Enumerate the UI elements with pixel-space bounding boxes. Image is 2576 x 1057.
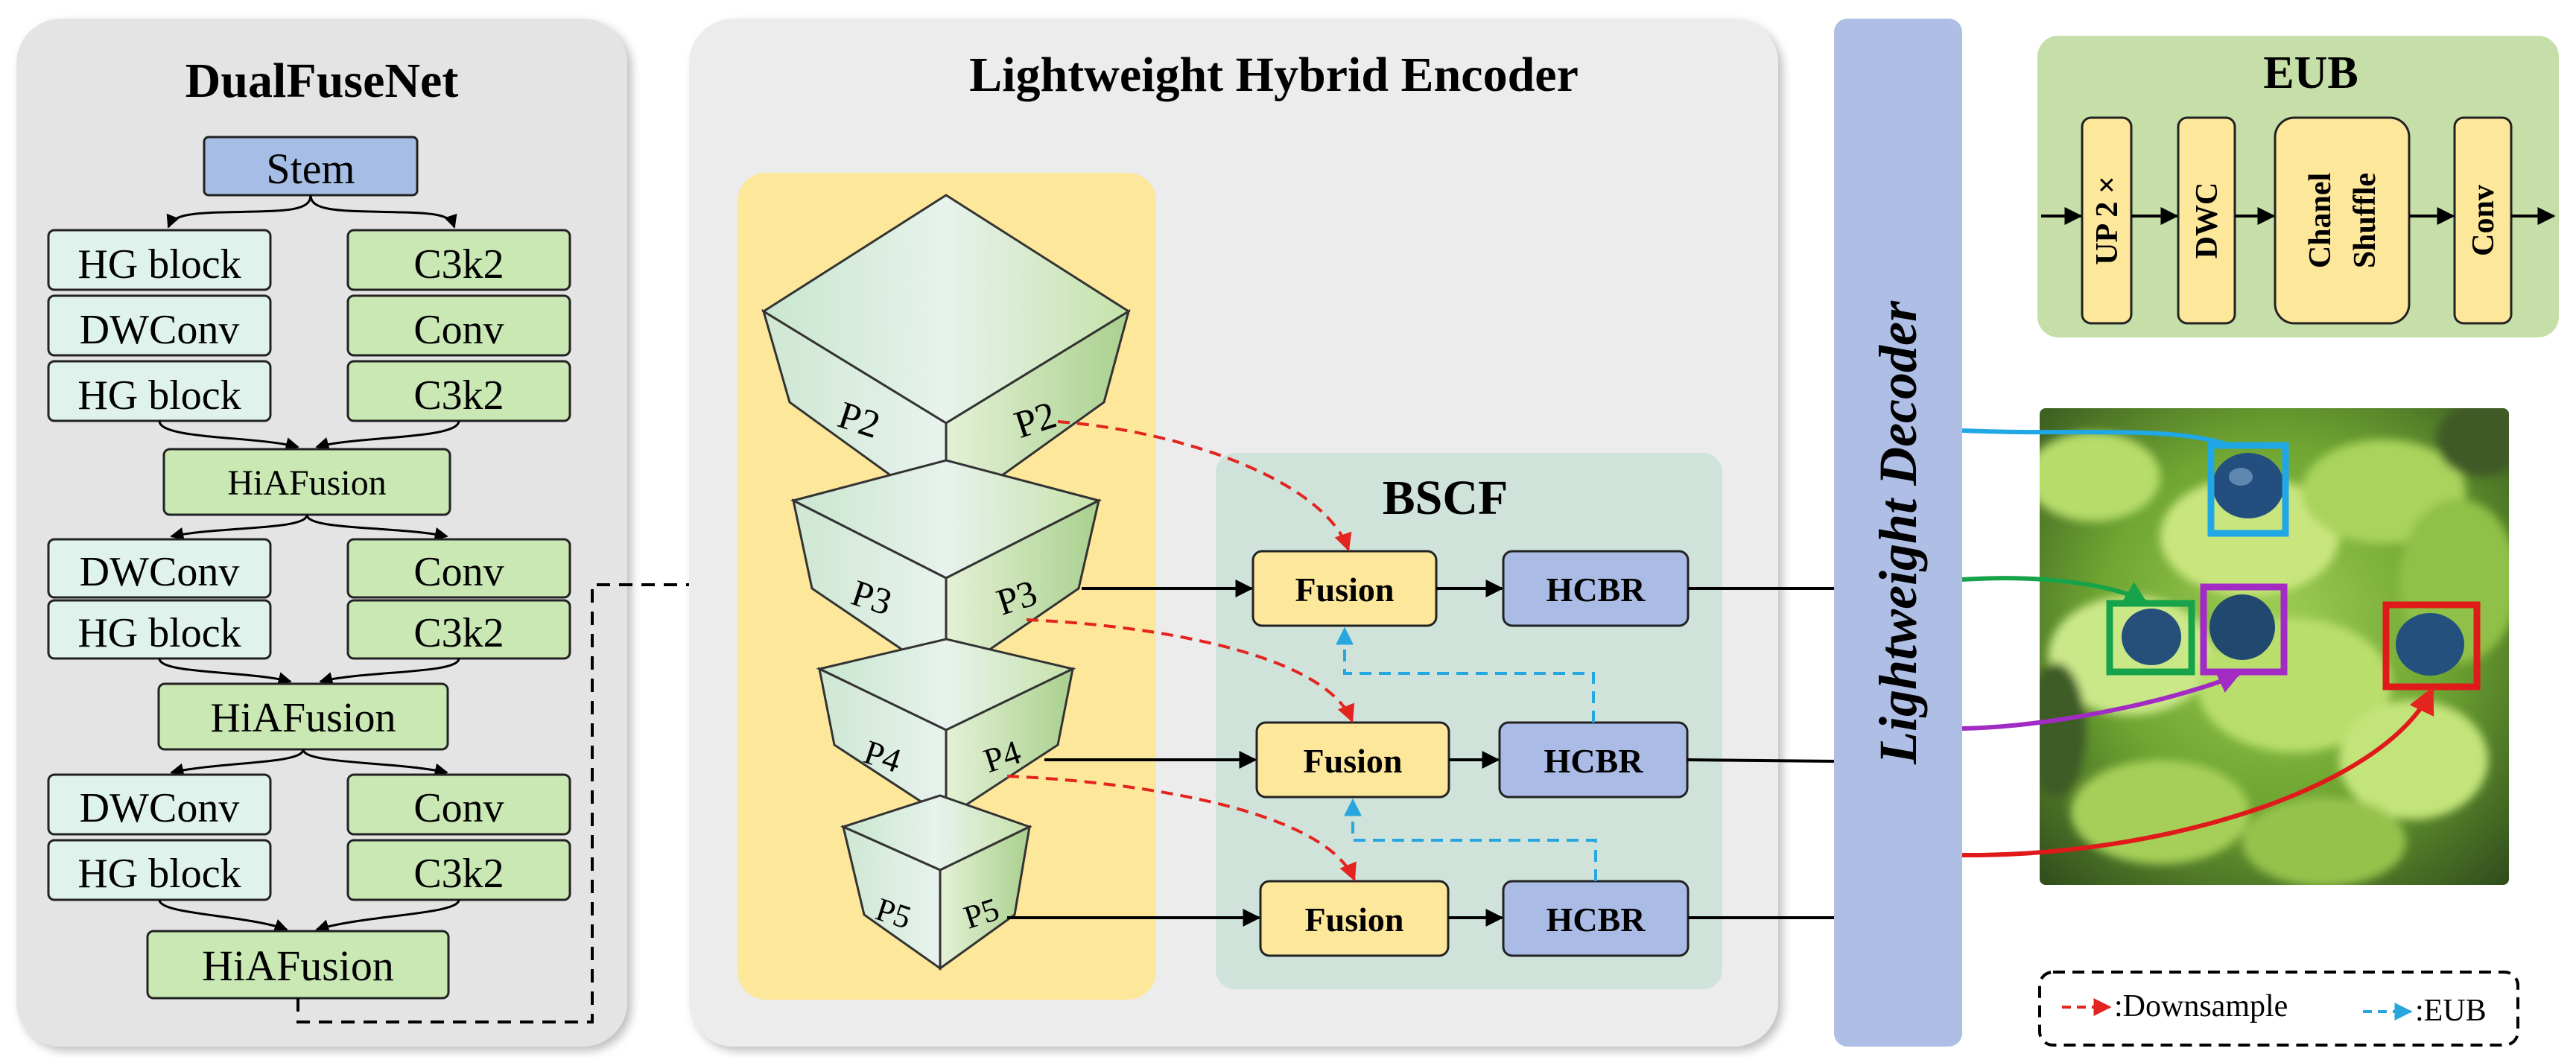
downsample-arrow-p3 bbox=[1026, 618, 1355, 723]
merge-arrow-3l bbox=[158, 899, 288, 932]
right-label-3: C3k2 bbox=[413, 372, 504, 419]
bscf-title: BSCF bbox=[1383, 471, 1509, 525]
right-label-1: C3k2 bbox=[413, 241, 504, 288]
left-block-6 bbox=[47, 773, 272, 836]
stem-arrow-left bbox=[166, 194, 312, 229]
legend-downsample-label: :Downsample bbox=[2114, 989, 2288, 1023]
stem-arrow-right bbox=[309, 194, 457, 229]
downsample-arrow-p2 bbox=[1057, 420, 1352, 552]
left-label-6: DWConv bbox=[80, 785, 240, 831]
right-label-7: C3k2 bbox=[413, 851, 504, 897]
eub-shuffle-block bbox=[2274, 116, 2411, 325]
right-block-4 bbox=[346, 538, 571, 599]
eub-title: EUB bbox=[2263, 48, 2358, 98]
fusion-label-2: Fusion bbox=[1304, 742, 1403, 780]
leader-line-purple bbox=[1961, 672, 2241, 731]
downsample-arrow-p4 bbox=[1006, 775, 1357, 882]
decoder-title: Lightweight Decoder bbox=[1868, 300, 1928, 765]
eub-shuffle-label-1: Chanel bbox=[2303, 173, 2338, 268]
fusion-label-3: Fusion bbox=[1305, 901, 1404, 939]
left-label-2: DWConv bbox=[80, 307, 240, 353]
eub-shuffle-label-2: Shuffle bbox=[2348, 173, 2382, 268]
right-block-6 bbox=[346, 773, 571, 836]
leader-line-blue bbox=[1961, 428, 2236, 449]
eub-up-label: UP 2 × bbox=[2090, 176, 2125, 265]
right-block-1 bbox=[346, 229, 571, 291]
detection-box-blue bbox=[2207, 442, 2289, 537]
right-label-5: C3k2 bbox=[413, 610, 504, 656]
stem-label: Stem bbox=[266, 145, 355, 193]
left-block-1 bbox=[47, 229, 272, 291]
legend-box bbox=[2038, 971, 2519, 1047]
dualfusenet-title: DualFuseNet bbox=[185, 54, 459, 108]
detection-photo bbox=[2040, 408, 2509, 885]
left-label-1: HG block bbox=[77, 241, 241, 288]
hcbr-label-1: HCBR bbox=[1546, 571, 1646, 609]
merge-arrow-1l bbox=[158, 420, 299, 451]
merge-arrow-2r bbox=[319, 658, 460, 685]
fork-arrow-2l bbox=[170, 514, 308, 541]
pyramid-level-p3: P3 P3 bbox=[790, 459, 1103, 682]
leader-line-green bbox=[1961, 576, 2148, 604]
merge-arrow-2l bbox=[158, 658, 292, 685]
detection-box-green bbox=[2106, 600, 2195, 676]
fusion-label-1: Fusion bbox=[1295, 571, 1395, 609]
pyramid-level-p2: P2 P2 bbox=[761, 194, 1131, 518]
leader-line-red bbox=[1961, 686, 2434, 858]
left-label-7: HG block bbox=[77, 851, 241, 897]
detection-box-purple bbox=[2200, 583, 2288, 676]
decoder-bar bbox=[1834, 19, 1962, 1047]
right-label-6: Conv bbox=[413, 785, 504, 831]
hcbr-to-decoder-line-2 bbox=[1687, 758, 1838, 763]
fork-arrow-3l bbox=[170, 749, 305, 777]
eub-dwc-label: DWC bbox=[2190, 182, 2224, 259]
right-label-2: Conv bbox=[413, 307, 504, 353]
legend-eub-label: :EUB bbox=[2415, 994, 2487, 1028]
merge-arrow-1r bbox=[315, 420, 460, 451]
pyramid-level-p4: P4 P4 bbox=[816, 638, 1076, 820]
hiafusion-label-2: HiAFusion bbox=[211, 695, 396, 741]
left-block-2 bbox=[47, 294, 272, 357]
backbone-to-encoder-connector bbox=[296, 576, 729, 1023]
eub-arrow-row2 bbox=[1336, 626, 1595, 723]
right-block-2 bbox=[346, 294, 571, 357]
encoder-title: Lightweight Hybrid Encoder bbox=[969, 48, 1579, 102]
fork-arrow-2r bbox=[305, 514, 448, 541]
eub-arrow-row3 bbox=[1344, 798, 1597, 881]
hcbr-label-3: HCBR bbox=[1546, 901, 1646, 939]
hcbr-label-2: HCBR bbox=[1544, 742, 1644, 780]
merge-arrow-3r bbox=[315, 899, 460, 933]
fork-arrow-3r bbox=[302, 749, 448, 777]
right-label-4: Conv bbox=[413, 549, 504, 595]
left-label-5: HG block bbox=[77, 610, 241, 656]
hiafusion-label-3: HiAFusion bbox=[202, 942, 394, 990]
eub-conv-label: Conv bbox=[2466, 185, 2501, 256]
hiafusion-label-1: HiAFusion bbox=[227, 463, 386, 503]
left-label-3: HG block bbox=[77, 372, 241, 419]
pyramid-level-p5: P5 P5 bbox=[840, 794, 1032, 971]
left-block-4 bbox=[47, 538, 272, 599]
left-label-4: DWConv bbox=[80, 549, 240, 595]
